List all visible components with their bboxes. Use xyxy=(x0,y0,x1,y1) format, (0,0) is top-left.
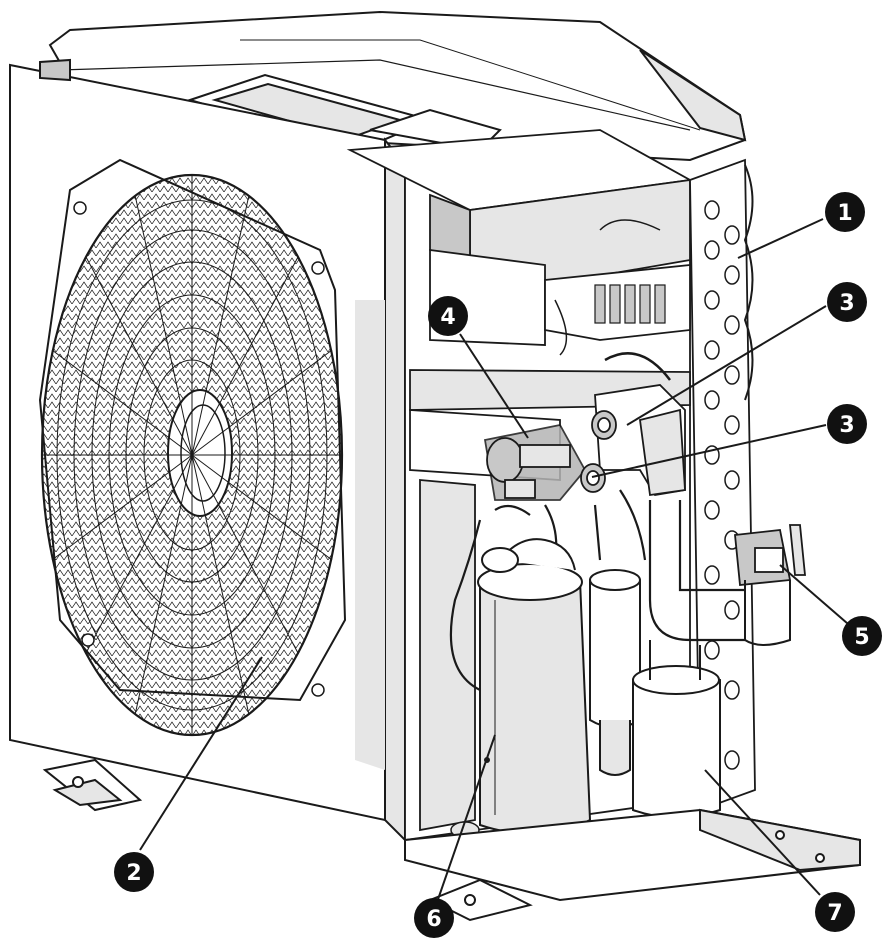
svg-text:3: 3 xyxy=(839,413,854,438)
callout-6: 6 xyxy=(414,898,454,938)
callout-3b: 3 xyxy=(827,404,867,444)
svg-text:4: 4 xyxy=(440,305,455,330)
leader-2 xyxy=(139,656,263,851)
reversing-valve xyxy=(483,423,587,501)
electrical-box xyxy=(346,129,693,356)
condenser-coil xyxy=(689,158,756,812)
leader-3b xyxy=(591,424,827,478)
callout-1: 1 xyxy=(825,192,865,232)
callout-5: 5 xyxy=(842,616,882,656)
svg-text:6: 6 xyxy=(426,907,441,932)
leader-7 xyxy=(704,769,821,896)
callout-badges: 1 2 3 3 4 5 6 7 xyxy=(114,192,882,938)
leader-3a xyxy=(626,305,827,426)
svg-text:3: 3 xyxy=(839,291,854,316)
callout-7: 7 xyxy=(815,892,855,932)
fan-grille xyxy=(38,158,347,737)
callout-4: 4 xyxy=(428,296,468,336)
leader-5 xyxy=(779,564,856,631)
svg-text:7: 7 xyxy=(827,901,842,926)
pressure-switch xyxy=(734,524,806,646)
compressor xyxy=(477,538,592,835)
leader-6 xyxy=(434,734,496,909)
base-plate xyxy=(404,808,861,902)
liquid-receiver xyxy=(632,640,721,819)
callout-2: 2 xyxy=(114,852,154,892)
svg-text:2: 2 xyxy=(126,861,141,886)
svg-text:1: 1 xyxy=(837,201,852,226)
svg-text:5: 5 xyxy=(854,625,869,650)
accumulator xyxy=(589,569,641,776)
service-valves xyxy=(580,352,686,497)
feet xyxy=(42,758,533,922)
piping xyxy=(449,489,745,691)
leader-4 xyxy=(459,333,529,439)
leader-lines xyxy=(139,218,856,909)
leader-1 xyxy=(737,218,824,259)
callout-3a: 3 xyxy=(827,282,867,322)
